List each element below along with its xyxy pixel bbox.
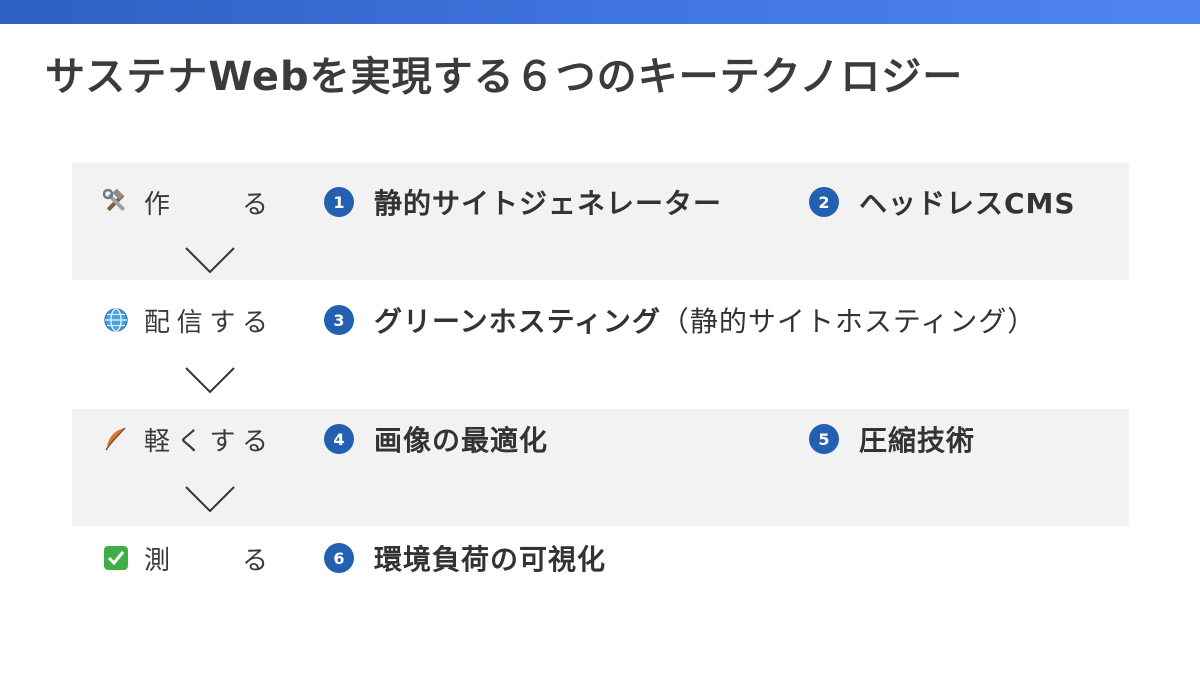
check-box-icon	[102, 544, 130, 572]
stage-measure: 測 る	[102, 538, 268, 578]
stage-label: 配信する	[144, 307, 268, 338]
stage-lighten: 軽くする	[102, 419, 268, 459]
number-badge: 1	[324, 187, 354, 217]
hammer-wrench-icon	[102, 188, 130, 216]
tech-item-1: 1 静的サイトジェネレーター	[324, 182, 722, 222]
tech-label: 圧縮技術	[859, 424, 976, 457]
number-badge: 5	[809, 424, 839, 454]
number-badge: 6	[324, 543, 354, 573]
stage-label: 軽くする	[144, 426, 268, 457]
tech-item-6: 6 環境負荷の可視化	[324, 538, 606, 578]
tech-item-5: 5 圧縮技術	[809, 419, 975, 459]
chevron-down-icon	[185, 367, 235, 394]
stage-band-lighten	[72, 409, 1129, 526]
top-accent-bar	[0, 0, 1200, 24]
tech-label: 画像の最適化	[374, 424, 549, 457]
number-badge: 4	[324, 424, 354, 454]
stage-deliver: 配信する	[102, 300, 268, 340]
tech-note: （静的サイトホスティング）	[660, 305, 1037, 338]
chevron-down-icon	[185, 247, 235, 274]
stage-label: 作 る	[144, 189, 268, 220]
tech-label: 環境負荷の可視化	[374, 543, 607, 576]
stage-create: 作 る	[102, 182, 268, 222]
number-badge: 2	[809, 187, 839, 217]
tech-label: ヘッドレスCMS	[859, 187, 1076, 220]
feather-icon	[102, 425, 130, 453]
globe-icon	[102, 306, 130, 334]
tech-item-2: 2 ヘッドレスCMS	[809, 182, 1076, 222]
tech-item-4: 4 画像の最適化	[324, 419, 548, 459]
tech-item-3: 3 グリーンホスティング （静的サイトホスティング）	[324, 300, 1036, 340]
tech-label: 静的サイトジェネレーター	[374, 187, 723, 220]
stage-label: 測 る	[144, 545, 268, 576]
tech-label: グリーンホスティング	[374, 305, 661, 338]
number-badge: 3	[324, 305, 354, 335]
chevron-down-icon	[185, 486, 235, 513]
slide-title: サステナWebを実現する６つのキーテクノロジー	[45, 54, 964, 100]
stage-band-create	[72, 163, 1129, 280]
